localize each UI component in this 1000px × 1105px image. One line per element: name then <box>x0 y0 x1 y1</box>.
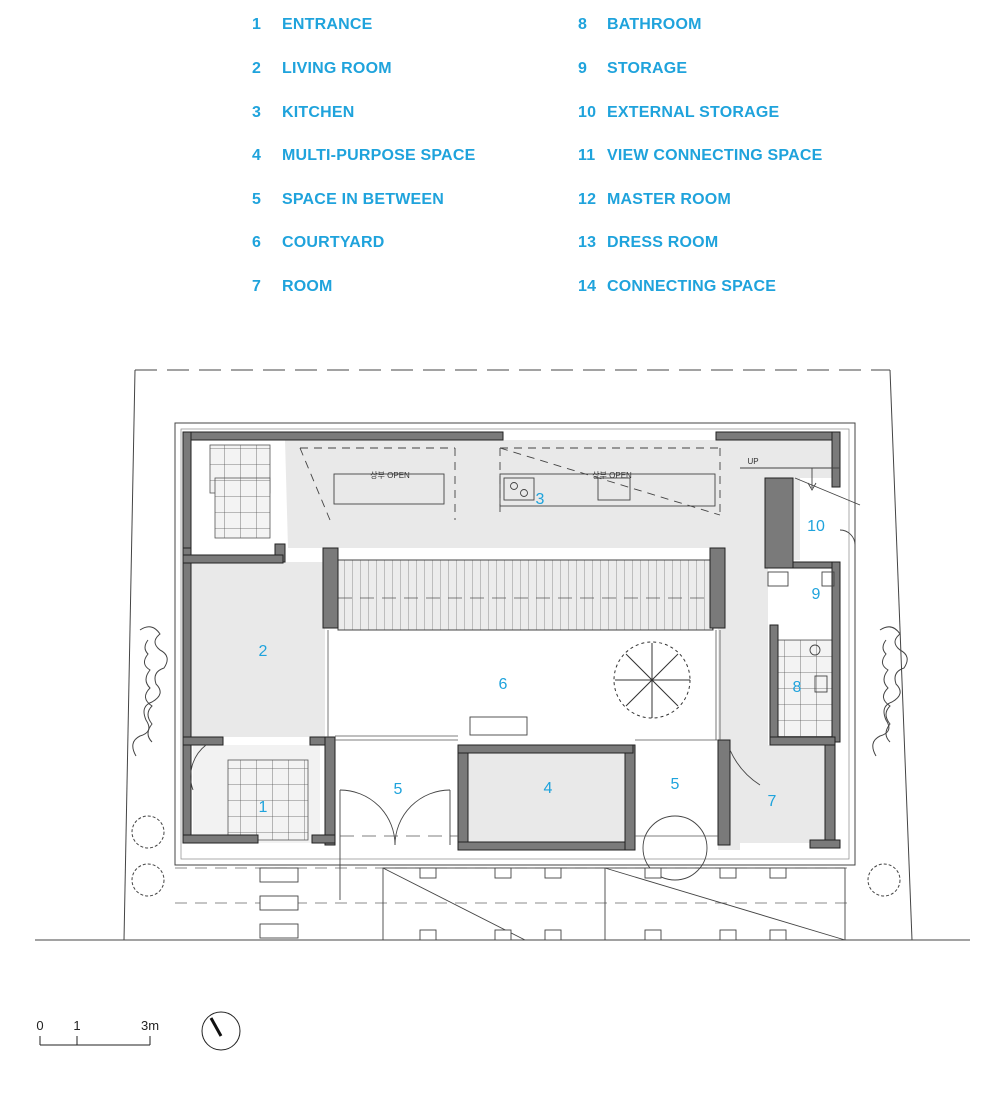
shrub-icons <box>131 626 908 897</box>
legend-label: EXTERNAL STORAGE <box>607 104 780 121</box>
legend-number: 7 <box>252 278 262 295</box>
deck-slats <box>337 559 714 631</box>
legend-label: KITCHEN <box>282 104 355 121</box>
room-label-room: 7 <box>768 793 777 810</box>
room-label-living: 2 <box>259 643 268 660</box>
legend-number: 4 <box>252 147 262 164</box>
legend-number: 2 <box>252 60 262 77</box>
legend-number: 3 <box>252 104 262 121</box>
room-label-space-between: 5 <box>671 776 680 793</box>
parking-area <box>382 867 846 941</box>
scale-label: 3m <box>141 1018 159 1033</box>
legend-label: ROOM <box>282 278 333 295</box>
legend-label: MULTI-PURPOSE SPACE <box>282 147 476 164</box>
legend-number: 6 <box>252 234 262 251</box>
doors <box>190 529 856 900</box>
legend-label: BATHROOM <box>607 16 702 33</box>
legend-number: 14 <box>578 278 597 295</box>
legend-label: DRESS ROOM <box>607 234 719 251</box>
scale-label: 1 <box>73 1018 80 1033</box>
scale-label: 0 <box>36 1018 43 1033</box>
room-label-bathroom: 8 <box>793 679 802 696</box>
stair-up-note: UP <box>747 457 758 466</box>
room-label-multipurpose: 4 <box>544 780 553 797</box>
legend-number: 9 <box>578 60 588 77</box>
room-label-entrance: 1 <box>259 799 268 816</box>
courtyard-bench <box>469 716 528 736</box>
legend-label: VIEW CONNECTING SPACE <box>607 147 823 164</box>
open-above-note: 상부 OPEN <box>592 470 632 480</box>
tiled-areas <box>209 444 835 841</box>
legend-number: 8 <box>578 16 588 33</box>
legend-label: STORAGE <box>607 60 688 77</box>
room-label-space-between: 5 <box>394 781 403 798</box>
building-outline <box>174 422 856 866</box>
room-labels: 1 2 3 4 5 5 6 7 8 9 10 <box>259 491 825 816</box>
kitchen-fixtures <box>299 447 721 521</box>
legend-number: 12 <box>578 191 597 208</box>
room-legend: 1 ENTRANCE 2 LIVING ROOM 3 KITCHEN 4 MUL… <box>0 0 1000 310</box>
room-label-kitchen: 3 <box>536 491 545 508</box>
legend-label: MASTER ROOM <box>607 191 731 208</box>
glazing-lines <box>327 630 721 837</box>
room-label-external-storage: 10 <box>807 518 825 535</box>
legend-number: 13 <box>578 234 597 251</box>
courtyard-tree-icon <box>613 641 691 719</box>
room-label-courtyard: 6 <box>499 676 508 693</box>
room-label-storage: 9 <box>812 586 821 603</box>
north-arrow-icon <box>201 1011 241 1051</box>
legend-label: LIVING ROOM <box>282 60 392 77</box>
legend-number: 10 <box>578 104 597 121</box>
walls <box>182 431 841 851</box>
legend-number: 5 <box>252 191 262 208</box>
legend-label: COURTYARD <box>282 234 385 251</box>
legend-label: SPACE IN BETWEEN <box>282 191 445 208</box>
step-pads <box>259 867 787 941</box>
stair-and-storage <box>740 467 861 693</box>
legend-label: CONNECTING SPACE <box>607 278 777 295</box>
open-above-note: 상부 OPEN <box>370 470 410 480</box>
scale-bar: 0 1 3m <box>36 1018 159 1046</box>
building-inner-outline <box>180 428 850 860</box>
legend-label: ENTRANCE <box>282 16 373 33</box>
legend-number: 1 <box>252 16 262 33</box>
legend-number: 11 <box>578 147 596 164</box>
